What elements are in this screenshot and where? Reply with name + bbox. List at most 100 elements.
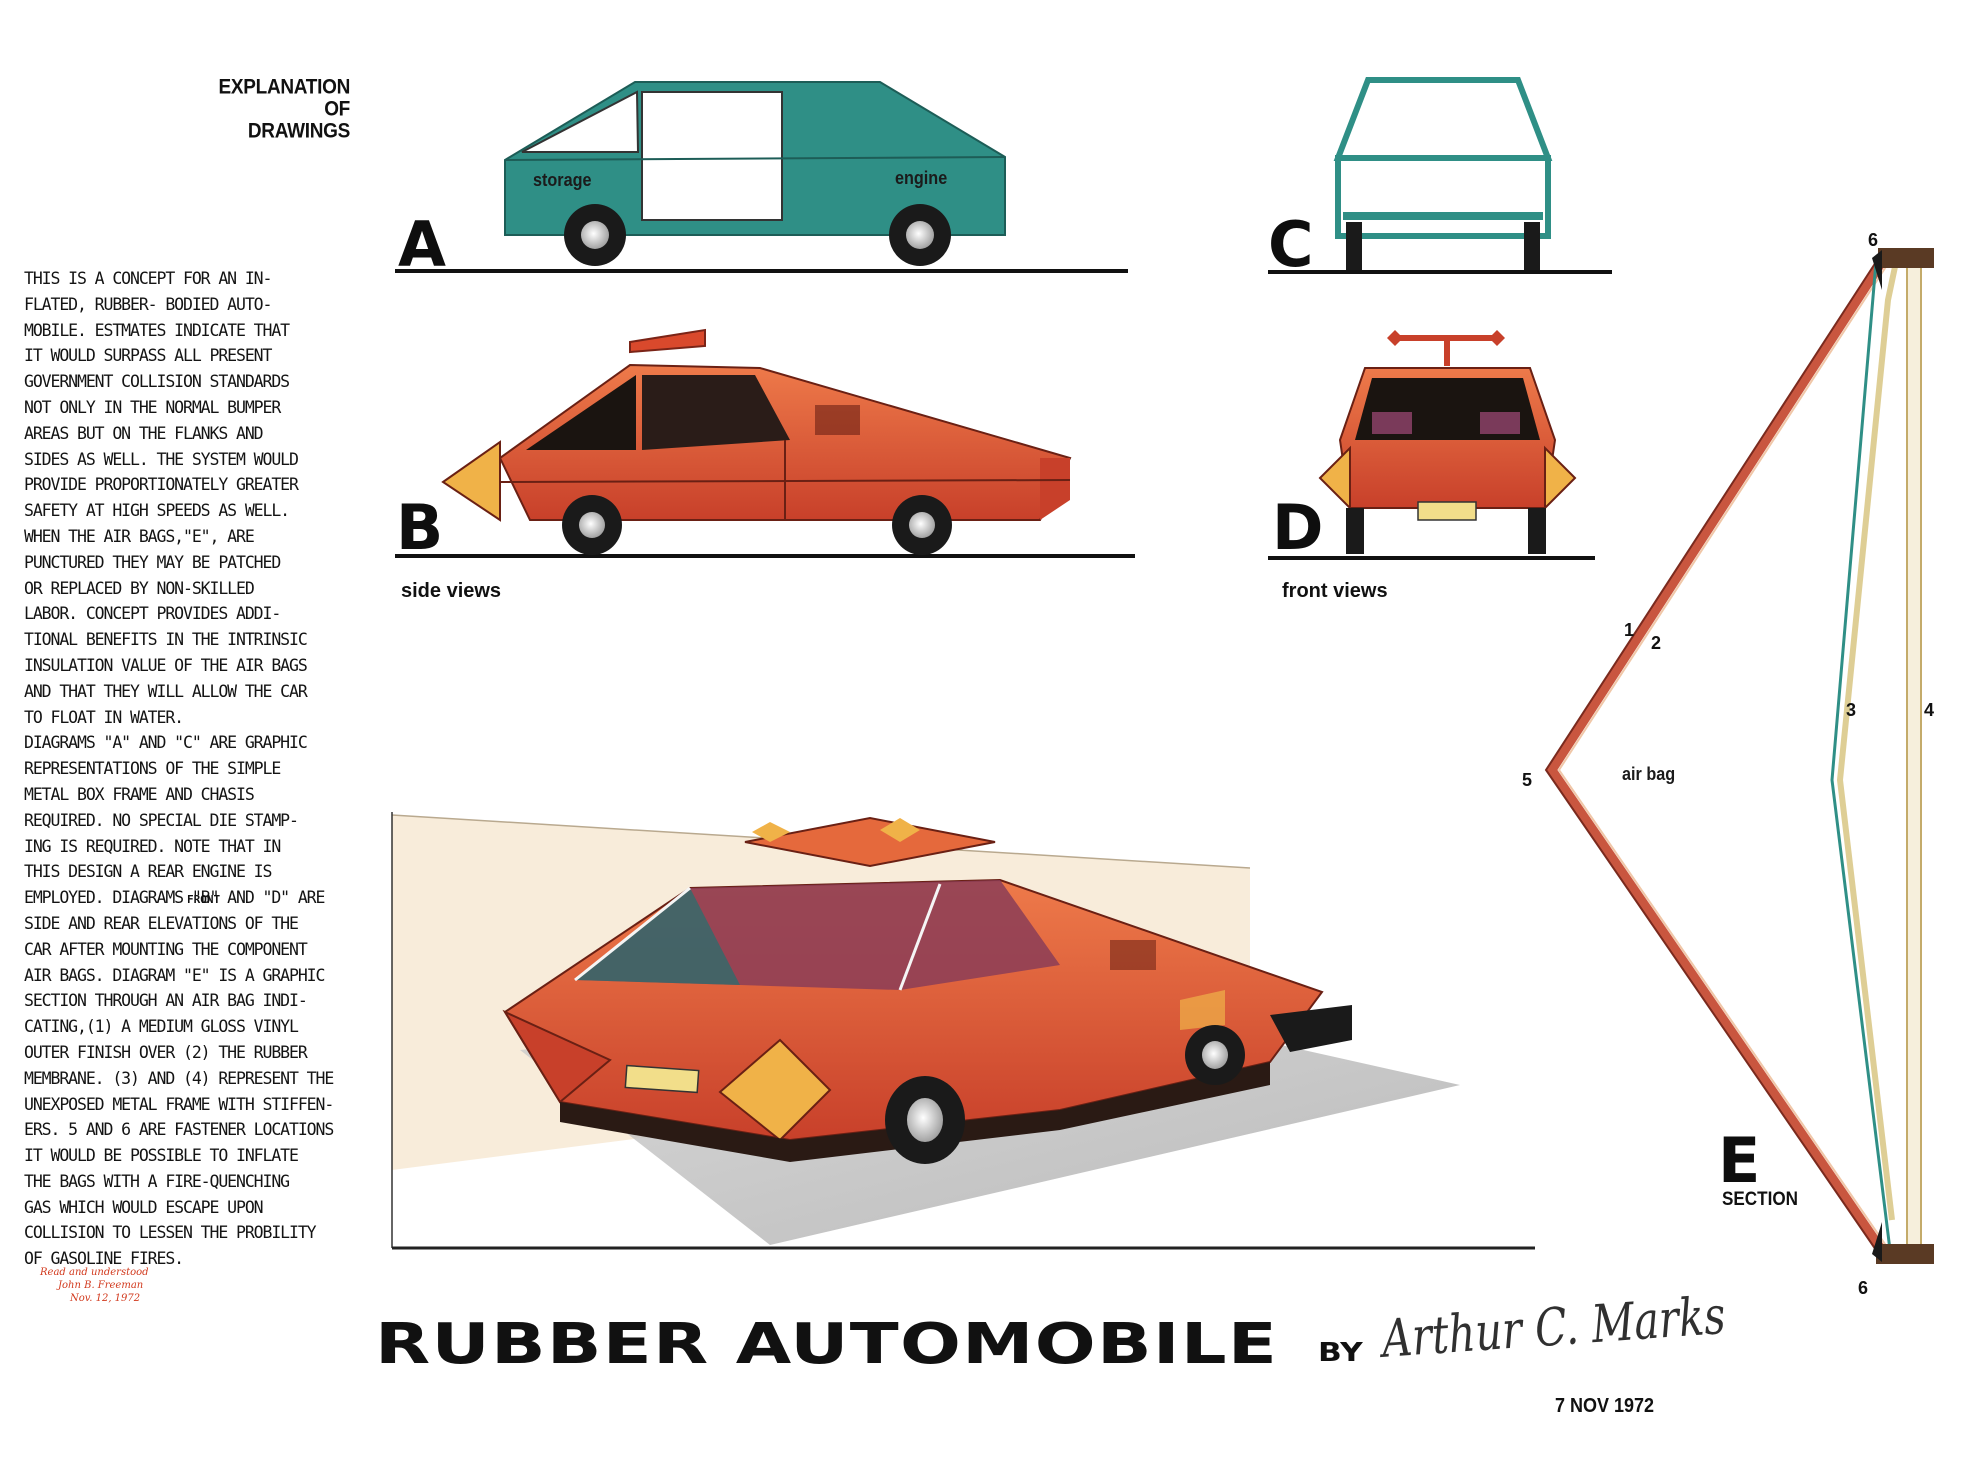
handwritten-note: Read and understood John B. Freeman Nov.… (40, 1266, 149, 1305)
air-bag-outer-skin (1546, 259, 1886, 1253)
note-line: Read and understood (40, 1267, 149, 1278)
explanation-line: OUTER FINISH OVER (2) THE RUBBER (24, 1042, 308, 1062)
explanation-line: IT WOULD BE POSSIBLE TO INFLATE (24, 1146, 299, 1166)
explanation-line: CAR AFTER MOUNTING THE COMPONENT (24, 939, 308, 959)
lamp-right (1544, 445, 1577, 511)
explanation-line: EMPLOYED. DIAGRAMS "B" AND "D" ARE (24, 888, 325, 908)
explanation-line: LABOR. CONCEPT PROVIDES ADDI- (24, 604, 281, 624)
diagram-c-frame-front (1268, 77, 1612, 274)
explanation-line: PROVIDE PROPORTIONATELY GREATER (24, 475, 299, 495)
section-number-2: 2 (1651, 633, 1662, 653)
section-number-4: 4 (1924, 700, 1935, 720)
explanation-line: FLATED, RUBBER- BODIED AUTO- (24, 294, 272, 314)
front-lamp (441, 440, 501, 522)
explanation-line: PUNCTURED THEY MAY BE PATCHED (24, 552, 281, 572)
explanation-line: REQUIRED. NO SPECIAL DIE STAMP- (24, 810, 299, 830)
explanation-line: TIONAL BENEFITS IN THE INTRINSIC (24, 630, 308, 650)
explanation-line: AREAS BUT ON THE FLANKS AND (24, 423, 264, 443)
roof-light-bar (744, 816, 996, 868)
explanation-line: CATING,(1) A MEDIUM GLOSS VINYL (24, 1017, 299, 1037)
explanation-line: DIAGRAMS "A" AND "C" ARE GRAPHIC (24, 733, 308, 753)
diagram-e-section (1544, 248, 1934, 1264)
explanation-line: ERS. 5 AND 6 ARE FASTENER LOCATIONS (24, 1120, 334, 1140)
explanation-line: METAL BOX FRAME AND CHASIS (24, 784, 255, 804)
diagram-d-car-front (1268, 330, 1595, 560)
metal-frame-4 (1906, 261, 1922, 1253)
explanation-line: THE BAGS WITH A FIRE-QUENCHING (24, 1171, 290, 1191)
explanation-line: AIR BAGS. DIAGRAM "E" IS A GRAPHIC (24, 965, 325, 985)
section-number-1: 1 (1624, 620, 1635, 640)
label-section: SECTION (1722, 1189, 1799, 1210)
note-line: Nov. 12, 1972 (70, 1293, 141, 1304)
explanation-line: OF GASOLINE FIRES. (24, 1249, 184, 1269)
perspective-drawing (391, 812, 1535, 1250)
label-d: D (1272, 491, 1324, 564)
windshield (526, 375, 636, 450)
label-air-bag: air bag (1622, 764, 1676, 784)
roof-light (629, 328, 706, 354)
fastener-bottom (1876, 1244, 1934, 1264)
explanation-line: GAS WHICH WOULD ESCAPE UPON (24, 1197, 264, 1217)
poster-title: RUBBER AUTOMOBILE (375, 1312, 1279, 1377)
heading-line-2: OF (324, 97, 350, 121)
explanation-line: GOVERNMENT COLLISION STANDARDS (24, 372, 290, 392)
section-number-5: 5 (1522, 770, 1533, 790)
explanation-heading: EXPLANATION OF DRAWINGS (200, 75, 351, 143)
explanation-line: THIS IS A CONCEPT FOR AN IN- (24, 269, 272, 288)
frame-box (1335, 155, 1551, 239)
explanation-text: THIS IS A CONCEPT FOR AN IN- FLATED, RUBB… (24, 266, 354, 1272)
caption-side-views: side views (401, 580, 502, 602)
door-opening (641, 91, 783, 221)
explanation-line: ING IS REQUIRED. NOTE THAT IN (24, 836, 281, 856)
side-window (642, 375, 790, 450)
explanation-line: OR REPLACED BY NON-SKILLED (24, 578, 255, 598)
caption-front-views: front views (1282, 580, 1388, 602)
poster-date: 7 NOV 1972 (1555, 1395, 1655, 1417)
label-a: A (398, 208, 446, 281)
front-window-opening (521, 90, 640, 153)
explanation-line: SIDES AS WELL. THE SYSTEM WOULD (24, 449, 299, 469)
explanation-line: NOT ONLY IN THE NORMAL BUMPER (24, 397, 281, 417)
license-plate (1417, 501, 1477, 521)
wheel (1528, 508, 1546, 554)
explanation-line: SECTION THROUGH AN AIR BAG INDI- (24, 991, 308, 1011)
explanation-line: IT WOULD SURPASS ALL PRESENT (24, 346, 272, 366)
section-number-6-bottom: 6 (1858, 1278, 1869, 1298)
explanation-line: REPRESENTATIONS OF THE SIMPLE (24, 759, 281, 779)
section-number-3: 3 (1846, 700, 1857, 720)
frame-top (1333, 77, 1553, 161)
heading-line-3: DRAWINGS (247, 119, 350, 143)
note-line: John B. Freeman (58, 1280, 144, 1291)
wheel (1346, 222, 1362, 270)
explanation-line: SAFETY AT HIGH SPEEDS AS WELL. (24, 501, 290, 521)
front-lamp-3d (718, 1038, 832, 1142)
diagram-b-car-side (395, 328, 1135, 558)
vent-3d (1110, 940, 1156, 970)
wheel (1524, 222, 1540, 270)
fastener-top (1878, 248, 1934, 268)
explanation-line: TO FLOAT IN WATER. (24, 707, 184, 727)
section-number-6-top: 6 (1868, 230, 1879, 250)
correction-word: FRONT (187, 893, 221, 906)
explanation-line: MEMBRANE. (3) AND (4) REPRESENT THE (24, 1068, 334, 1088)
explanation-line: SIDE AND REAR ELEVATIONS OF THE (24, 913, 299, 933)
explanation-line: INSULATION VALUE OF THE AIR BAGS (24, 655, 308, 675)
vent (815, 405, 860, 435)
wheel (1346, 508, 1364, 554)
license-plate-3d (624, 1064, 700, 1094)
explanation-line: MOBILE. ESTMATES INDICATE THAT (24, 320, 290, 340)
explanation-line: WHEN THE AIR BAGS,"E", ARE (24, 526, 255, 546)
label-engine: engine (895, 168, 948, 188)
label-b: B (396, 491, 444, 564)
explanation-line: UNEXPOSED METAL FRAME WITH STIFFEN- (24, 1094, 334, 1114)
heading-line-1: EXPLANATION (218, 75, 351, 99)
by-label: BY (1318, 1338, 1363, 1368)
label-c: C (1268, 208, 1314, 281)
diagram-a-frame-side (395, 81, 1128, 273)
explanation-line: THIS DESIGN A REAR ENGINE IS (24, 862, 272, 882)
label-e: E (1718, 1124, 1761, 1197)
explanation-line: AND THAT THEY WILL ALLOW THE CAR (24, 681, 308, 701)
label-storage: storage (533, 170, 592, 190)
lamp-left (1318, 445, 1351, 511)
